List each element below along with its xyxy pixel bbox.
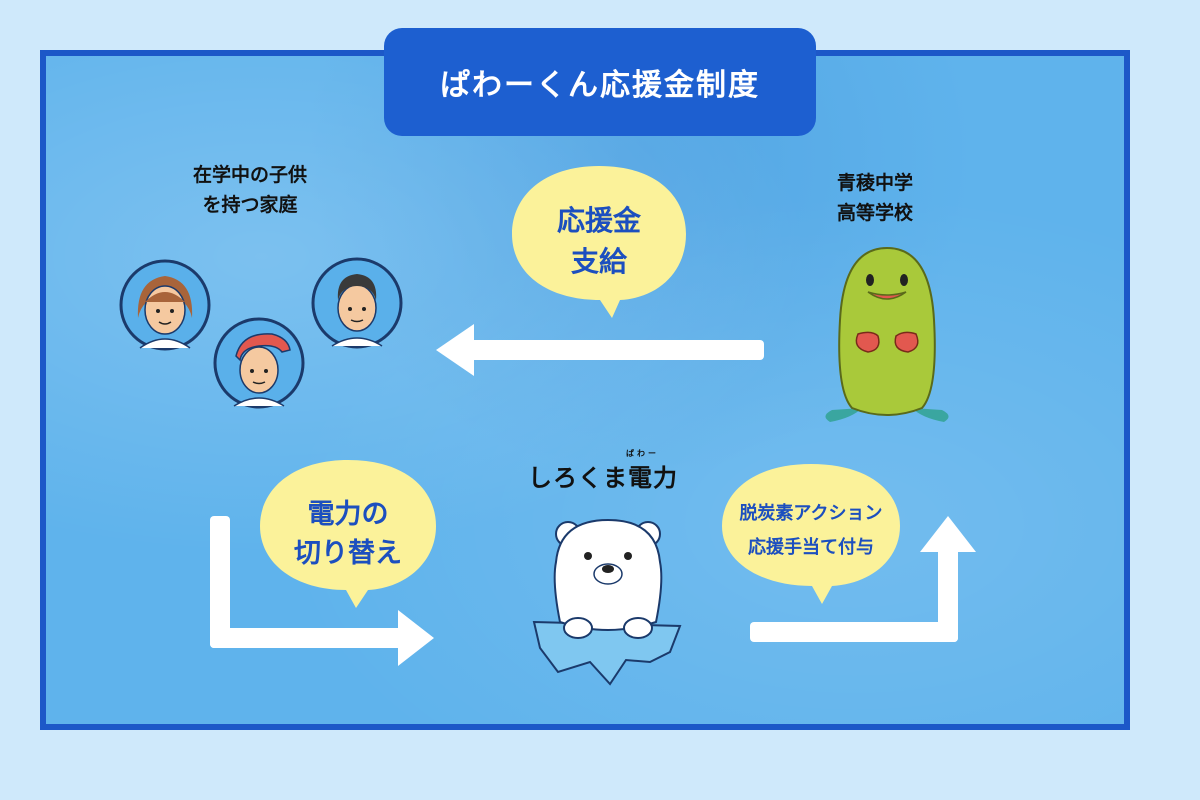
support-bubble-line1: 応援金 [556, 204, 641, 238]
woman-avatar-icon [119, 259, 211, 351]
families-label-line1: 在学中の子供 [192, 164, 307, 186]
points-bubble-text: 脱炭素アクション 応援手当て付与 [739, 497, 882, 565]
school-label: 青稜中学 高等学校 [800, 168, 950, 228]
switch-bubble: 電力の 切り替え [256, 456, 440, 612]
points-bubble-line1: 脱炭素アクション [739, 502, 883, 524]
man-avatar-icon [311, 257, 403, 349]
arrow-company-to-school [750, 516, 976, 642]
arrow-school-to-families [436, 324, 764, 376]
polar-bear-icon [532, 518, 682, 686]
company-logo-ruby: ぱわー [626, 449, 659, 458]
arrow-families-to-company [210, 516, 434, 666]
switch-bubble-line2: 切り替え [294, 538, 402, 569]
switch-bubble-line1: 電力の [307, 498, 389, 530]
switch-bubble-shape [260, 460, 436, 608]
families-label-line2: を持つ家庭 [202, 194, 298, 216]
company-logo: ぱわー しろくま電力 [528, 449, 688, 498]
school-label-line2: 高等学校 [836, 202, 913, 224]
support-bubble-shape [512, 166, 686, 318]
support-bubble-line2: 支給 [570, 245, 627, 278]
switch-bubble-text: 電力の 切り替え [294, 495, 402, 573]
support-bubble-text: 応援金 支給 [557, 201, 641, 282]
school-label-line1: 青稜中学 [836, 172, 913, 194]
points-bubble-line2: 応援手当て付与 [747, 537, 874, 558]
points-bubble: 脱炭素アクション 応援手当て付与 [718, 460, 904, 608]
support-bubble: 応援金 支給 [508, 162, 690, 322]
page-title: ぱわーくん応援金制度 [384, 28, 816, 136]
company-logo-text: しろくま電力 [528, 464, 678, 492]
points-bubble-shape [722, 464, 900, 604]
page-title-text: ぱわーくん応援金制度 [440, 68, 760, 103]
man-cap-avatar-icon [213, 317, 305, 409]
mascot-icon [825, 246, 949, 422]
families-label: 在学中の子供 を持つ家庭 [160, 160, 340, 220]
